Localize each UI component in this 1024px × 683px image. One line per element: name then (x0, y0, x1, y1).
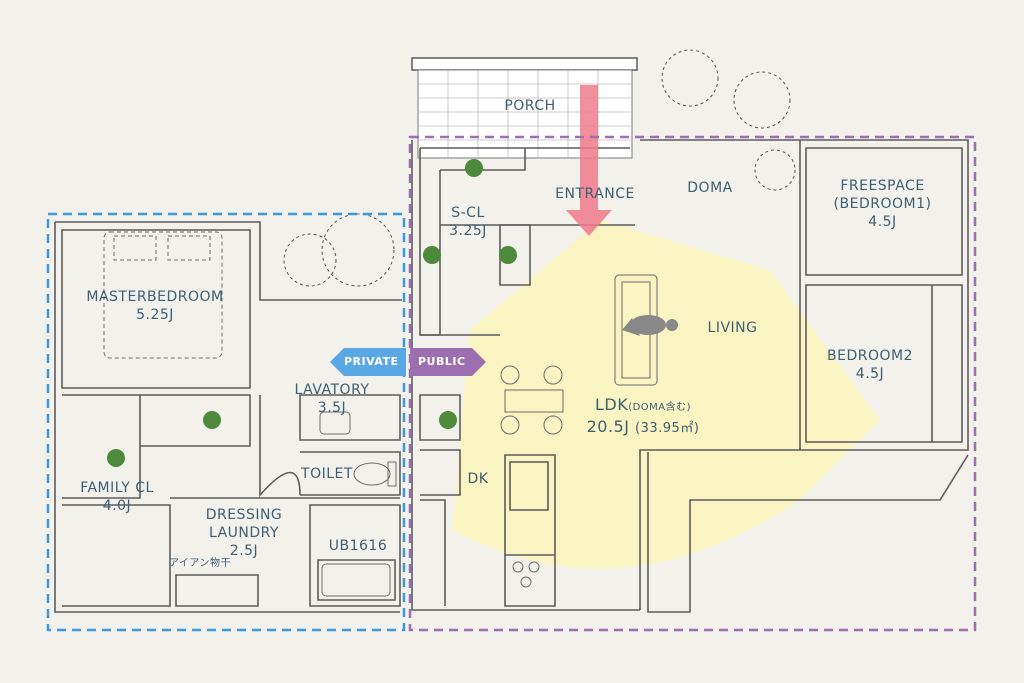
ldk-area: (33.95㎡) (635, 421, 700, 436)
lavatory-label: LAVATORY 3.5J (294, 382, 370, 416)
tree-icon (283, 49, 796, 287)
sink-icon (319, 411, 351, 435)
ldk-name: LDK (594, 395, 629, 414)
ub-label: UB1616 (328, 538, 388, 554)
dressing-label: DRESSING LAUNDRY 2.5J (205, 507, 283, 559)
private-tag-shape (330, 348, 406, 376)
toilet-label: TOILET (301, 466, 353, 482)
ldk-note: (DOMA含む) (628, 402, 692, 413)
plant-dot-icon (107, 159, 517, 467)
freespace-label: FREESPACE (BEDROOM1) 4.5J (833, 178, 932, 230)
iron-label: アイアン物干 (168, 558, 232, 569)
view-cone (452, 220, 880, 569)
dk-label: DK (467, 471, 489, 487)
bathtub-icon (321, 563, 391, 597)
masterbedroom-label: MASTERBEDROOM 5.25J (86, 289, 224, 323)
public-tag: PUBLIC (418, 355, 466, 368)
bed-icon (103, 231, 223, 359)
entrance-label: ENTRANCE (555, 186, 635, 202)
family-cl-label: FAMILY CL 4.0J (80, 480, 154, 514)
public-tag-shape (410, 348, 486, 376)
ldk-size: 20.5J (586, 417, 630, 436)
public-zone-boundary (408, 135, 977, 632)
bedroom2-label: BEDROOM2 4.5J (827, 348, 913, 382)
doma-label: DOMA (687, 180, 733, 196)
private-zone-boundary (46, 212, 406, 632)
porch-label: PORCH (504, 98, 556, 114)
stove-icon (512, 561, 540, 588)
person-icon (622, 315, 678, 336)
private-walls (54, 221, 402, 613)
living-label: LIVING (707, 320, 758, 336)
toilet-icon (353, 461, 397, 487)
entrance-arrow (566, 85, 612, 236)
private-tag: PRIVATE (344, 355, 399, 368)
scl-label: S-CL 3.25J (449, 205, 487, 239)
dining-table-icon (500, 365, 564, 435)
ldk-label: LDK(DOMA含む) 20.5J (33.95㎡) (568, 395, 718, 438)
